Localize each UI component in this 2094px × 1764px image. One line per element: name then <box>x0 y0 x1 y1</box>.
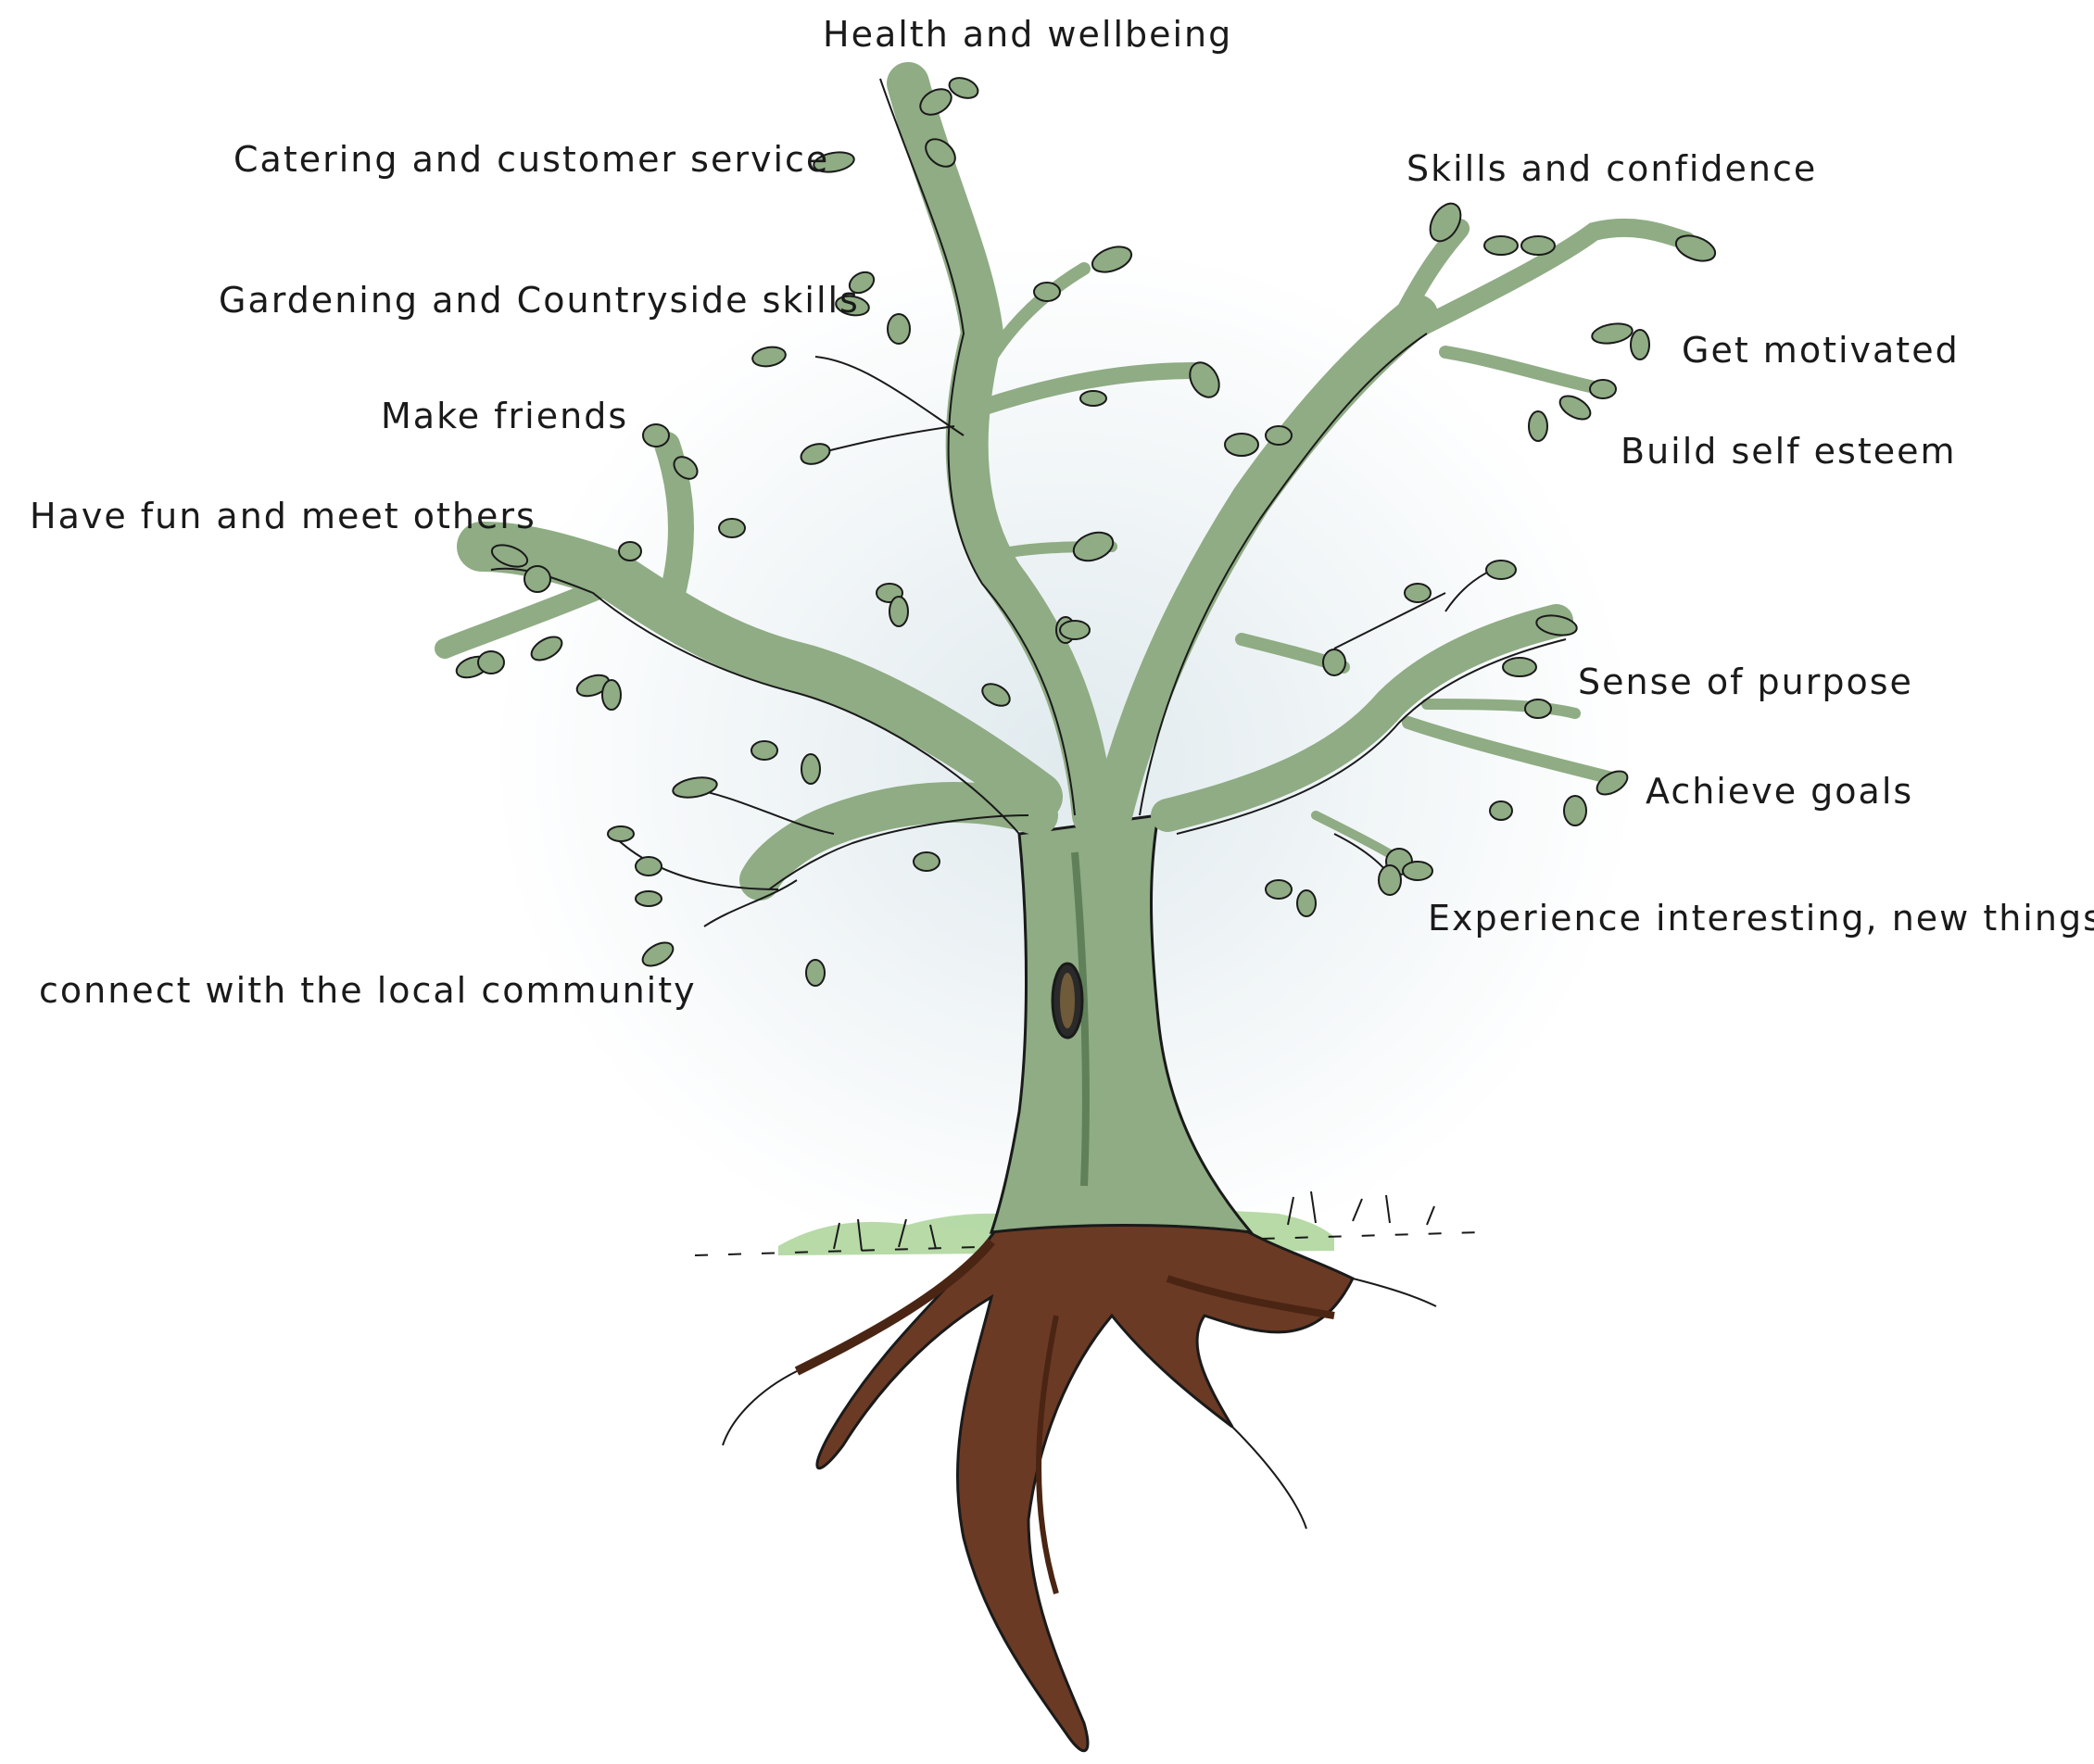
label-health-and-wellbeing: Health and wellbeing <box>823 14 1233 55</box>
label-have-fun-and-meet-others: Have fun and meet others <box>30 496 536 536</box>
label-connect-with-local-community: connect with the local community <box>39 970 697 1011</box>
label-experience-interesting-new-things: Experience interesting, new things <box>1428 898 2094 939</box>
tree-trunk <box>989 813 1255 1234</box>
label-achieve-goals: Achieve goals <box>1646 771 1914 812</box>
tree-roots <box>722 1215 1437 1753</box>
label-get-motivated: Get motivated <box>1682 330 1960 371</box>
leaves <box>455 77 1717 987</box>
label-skills-and-confidence: Skills and confidence <box>1407 148 1818 189</box>
branch-outlines <box>490 78 1567 890</box>
label-build-self-esteem: Build self esteem <box>1621 431 1957 472</box>
label-sense-of-purpose: Sense of purpose <box>1578 662 1913 702</box>
label-make-friends: Make friends <box>381 396 629 436</box>
label-gardening-and-countryside-skills: Gardening and Countryside skills <box>219 280 860 321</box>
label-catering-and-customer-service: Catering and customer service <box>233 139 830 180</box>
